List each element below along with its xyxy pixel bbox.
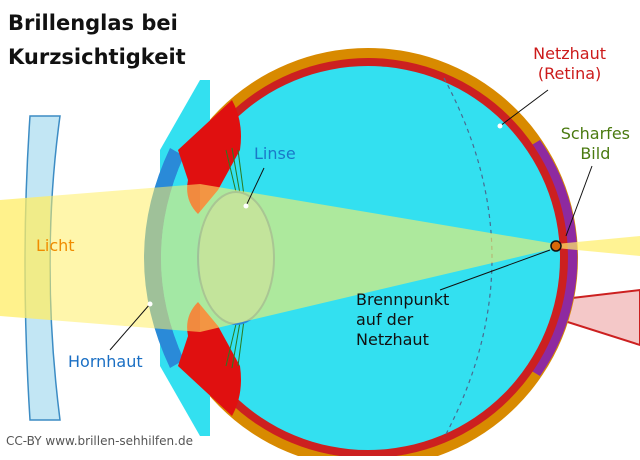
- focal-point: [550, 240, 562, 252]
- label-hornhaut: Hornhaut: [68, 352, 143, 371]
- zonular-fibers: [225, 147, 245, 369]
- light-beam-diverging: [50, 184, 200, 332]
- pointer-hornhaut: [109, 303, 151, 351]
- light-beam-outgoing: [556, 236, 640, 256]
- pointer-brennpunkt: [439, 249, 551, 291]
- pointer-hornhaut-dot: [147, 301, 153, 307]
- pointer-netzhaut: [499, 89, 549, 127]
- light-beam-converging: [200, 184, 556, 332]
- title-line-2: Kurzsichtigkeit: [8, 45, 186, 69]
- label-licht: Licht: [36, 236, 75, 255]
- label-linse: Linse: [254, 144, 296, 163]
- retina-boundary-dashes: [443, 77, 493, 439]
- light-beam-incoming: [0, 196, 50, 320]
- label-netzhaut: Netzhaut (Retina): [533, 44, 606, 84]
- title-line-1: Brillenglas bei: [8, 11, 178, 35]
- credit-line: CC-BY www.brillen-sehhilfen.de: [6, 434, 193, 448]
- label-netzhaut-line-1: Netzhaut: [533, 44, 606, 63]
- label-brennpunkt-line-2: auf der: [356, 310, 414, 329]
- pointer-scharfes: [565, 165, 593, 237]
- label-brennpunkt-line-1: Brennpunkt: [356, 290, 450, 309]
- label-scharfes-line-2: Bild: [580, 144, 611, 163]
- pointer-netzhaut-dot: [497, 123, 503, 129]
- label-scharfes-line-1: Scharfes: [560, 124, 630, 143]
- diagram-title: Brillenglas bei Kurzsichtigkeit: [8, 6, 186, 74]
- pointer-linse-dot: [243, 203, 249, 209]
- label-scharfes-bild: Scharfes Bild: [561, 124, 630, 164]
- label-brennpunkt-line-3: Netzhaut: [356, 330, 429, 349]
- choroid: [530, 140, 578, 376]
- label-netzhaut-line-2: (Retina): [537, 64, 602, 83]
- label-brennpunkt: Brennpunkt auf der Netzhaut: [356, 290, 449, 350]
- pointer-linse: [245, 167, 265, 207]
